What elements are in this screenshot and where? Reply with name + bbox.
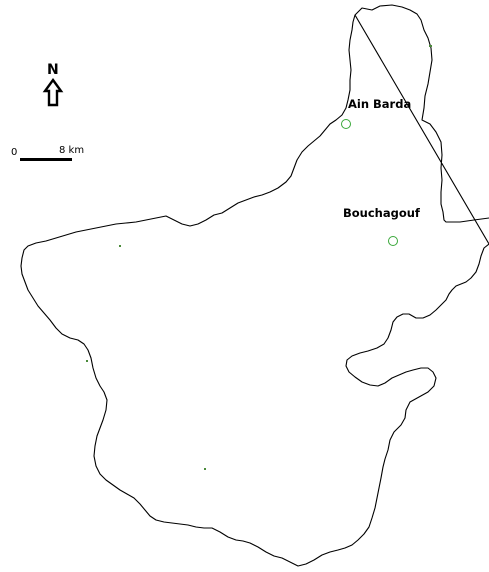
scale-bar: 0 8 km (11, 145, 84, 161)
north-arrow-icon (42, 77, 64, 107)
boundary-speck (429, 45, 432, 47)
boundary-speck (86, 360, 88, 362)
town-ain-barda: Ain Barda (341, 97, 411, 129)
town-marker-icon (388, 236, 398, 246)
north-arrow: N (42, 62, 64, 107)
north-label: N (47, 62, 59, 78)
boundary-speck (204, 468, 206, 470)
scale-start-label: 0 (11, 147, 17, 158)
region-boundary (20, 4, 489, 567)
scale-bar-line (20, 158, 72, 161)
town-bouchagouf: Bouchagouf (343, 206, 421, 246)
boundary-speck (119, 245, 121, 247)
town-marker-icon (341, 119, 351, 129)
scale-end-label: 8 km (59, 145, 84, 156)
town-label: Ain Barda (348, 97, 411, 111)
town-label: Bouchagouf (343, 206, 421, 220)
